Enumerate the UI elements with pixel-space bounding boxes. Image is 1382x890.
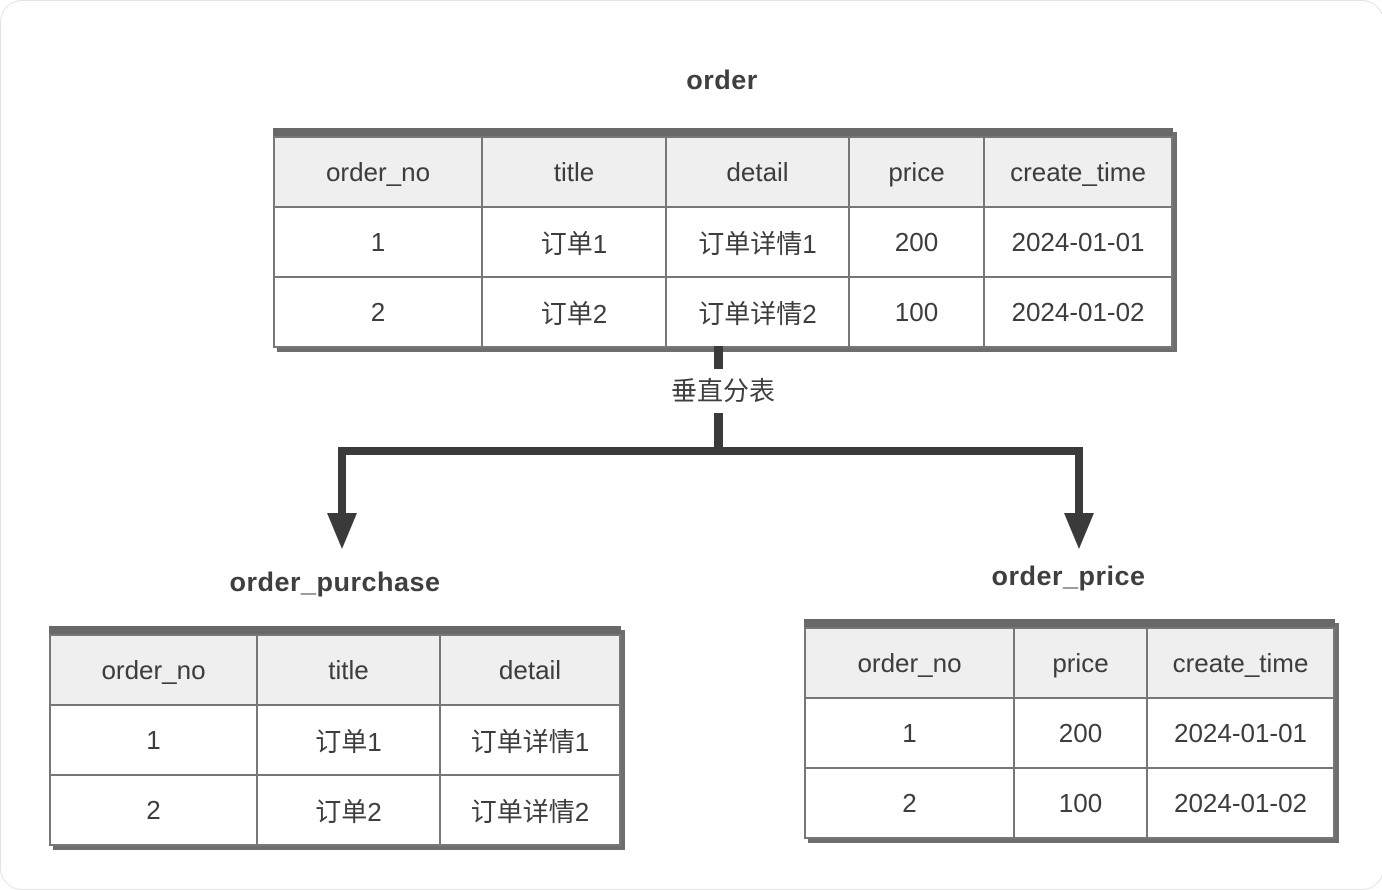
column-header: create_time	[1146, 627, 1335, 699]
source-table-header-row: order_no title detail price create_time	[273, 136, 1173, 208]
cell: 订单1	[256, 704, 441, 776]
cell: 订单2	[256, 774, 441, 846]
split-connector-horizontal	[338, 447, 1083, 455]
column-header: order_no	[49, 634, 258, 706]
source-table-title: order	[686, 65, 758, 95]
cell: 200	[1013, 697, 1148, 769]
column-header: order_no	[804, 627, 1015, 699]
column-header: title	[481, 136, 667, 208]
column-header: create_time	[983, 136, 1173, 208]
cell: 2	[804, 767, 1015, 839]
cell: 2	[273, 276, 483, 348]
split-connector-left-drop	[338, 447, 346, 517]
table-row: 2 订单2 订单详情2 100 2024-01-02	[273, 276, 1173, 348]
cell: 1	[273, 206, 483, 278]
cell: 2024-01-01	[983, 206, 1173, 278]
table-row: 1 订单1 订单详情1 200 2024-01-01	[273, 206, 1173, 278]
cell: 2024-01-02	[983, 276, 1173, 348]
cell: 订单详情2	[439, 774, 621, 846]
left-table: order_no title detail 1 订单1 订单详情1 2 订单2 …	[49, 626, 621, 846]
column-header: price	[1013, 627, 1148, 699]
column-header: detail	[665, 136, 850, 208]
cell: 订单详情1	[439, 704, 621, 776]
cell: 2024-01-02	[1146, 767, 1335, 839]
column-header: title	[256, 634, 441, 706]
cell: 1	[804, 697, 1015, 769]
cell: 1	[49, 704, 258, 776]
left-table-header-row: order_no title detail	[49, 634, 621, 706]
cell: 2	[49, 774, 258, 846]
right-table-title: order_price	[991, 561, 1146, 591]
cell: 订单1	[481, 206, 667, 278]
column-header: price	[848, 136, 985, 208]
split-label: 垂直分表	[661, 369, 785, 413]
arrow-down-icon	[327, 513, 357, 549]
table-row: 2 订单2 订单详情2	[49, 774, 621, 846]
arrow-down-icon	[1064, 513, 1094, 549]
table-row: 1 订单1 订单详情1	[49, 704, 621, 776]
column-header: detail	[439, 634, 621, 706]
left-table-title: order_purchase	[229, 567, 441, 597]
table-row: 1 200 2024-01-01	[804, 697, 1335, 769]
right-table: order_no price create_time 1 200 2024-01…	[804, 619, 1335, 839]
column-header: order_no	[273, 136, 483, 208]
table-row: 2 100 2024-01-02	[804, 767, 1335, 839]
cell: 订单详情2	[665, 276, 850, 348]
right-table-header-row: order_no price create_time	[804, 627, 1335, 699]
cell: 200	[848, 206, 985, 278]
cell: 2024-01-01	[1146, 697, 1335, 769]
cell: 100	[1013, 767, 1148, 839]
cell: 订单2	[481, 276, 667, 348]
cell: 订单详情1	[665, 206, 850, 278]
cell: 100	[848, 276, 985, 348]
split-connector-right-drop	[1075, 447, 1083, 517]
source-table: order_no title detail price create_time …	[273, 128, 1173, 348]
